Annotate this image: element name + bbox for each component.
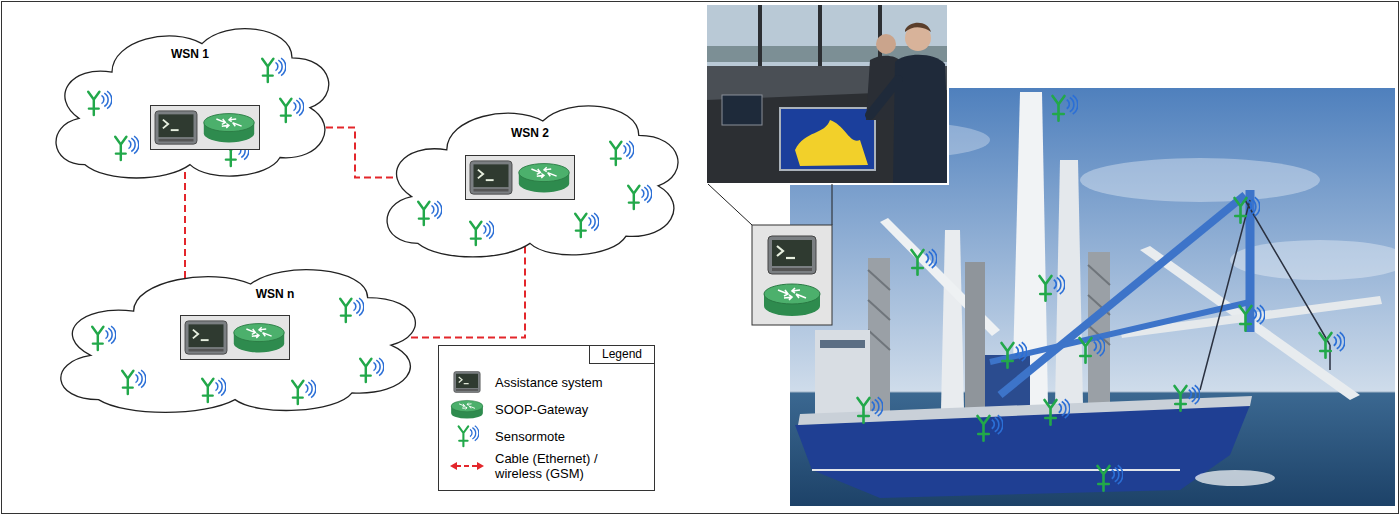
sensormote-icons [858, 95, 1345, 491]
legend-row: SOOP-Gateway [449, 397, 646, 421]
sensormote-icons [40, 8, 340, 186]
legend-icon [449, 397, 485, 421]
gateway-box [465, 155, 575, 200]
gateway-box [150, 105, 260, 150]
legend-text: Cable (Ethernet) / wireless (GSM) [495, 451, 627, 481]
legend-row: Cable (Ethernet) / wireless (GSM) [449, 451, 646, 481]
network-title: WSN 2 [511, 126, 549, 140]
bridge-inset-photo [706, 4, 950, 184]
legend-title: Legend [589, 346, 654, 364]
gateway-box [180, 315, 290, 360]
network-title: WSN n [256, 287, 295, 301]
wsn-cloud: WSN 1 [40, 8, 340, 186]
legend-text: SOOP-Gateway [495, 402, 588, 417]
legend-box: LegendAssistance systemSOOP-GatewaySenso… [438, 345, 655, 491]
legend-icon [449, 370, 485, 394]
gateway-icon [202, 110, 256, 146]
gateway-icon [232, 320, 286, 356]
assistance-system-icon [453, 371, 481, 393]
legend-icon [449, 424, 485, 448]
legend-icon [449, 454, 485, 478]
wsn-cloud: WSN 2 [370, 85, 690, 265]
legend-text: Assistance system [495, 375, 603, 390]
legend-row: Sensormote [449, 424, 646, 448]
network-title: WSN 1 [171, 47, 209, 61]
assistance-system-icon [469, 160, 513, 195]
gateway-icon [517, 160, 571, 196]
legend-text: Sensormote [495, 429, 565, 444]
assistance-system-icon [154, 110, 198, 145]
assistance-system-icon [184, 320, 228, 355]
legend-row: Assistance system [449, 370, 646, 394]
link-sample [449, 459, 485, 473]
wsn-cloud: WSN n [40, 250, 430, 420]
gateway-icon [450, 398, 484, 421]
cloud-outline [40, 8, 340, 186]
sensormote-icon [455, 424, 479, 448]
zoom-callout [708, 184, 832, 325]
